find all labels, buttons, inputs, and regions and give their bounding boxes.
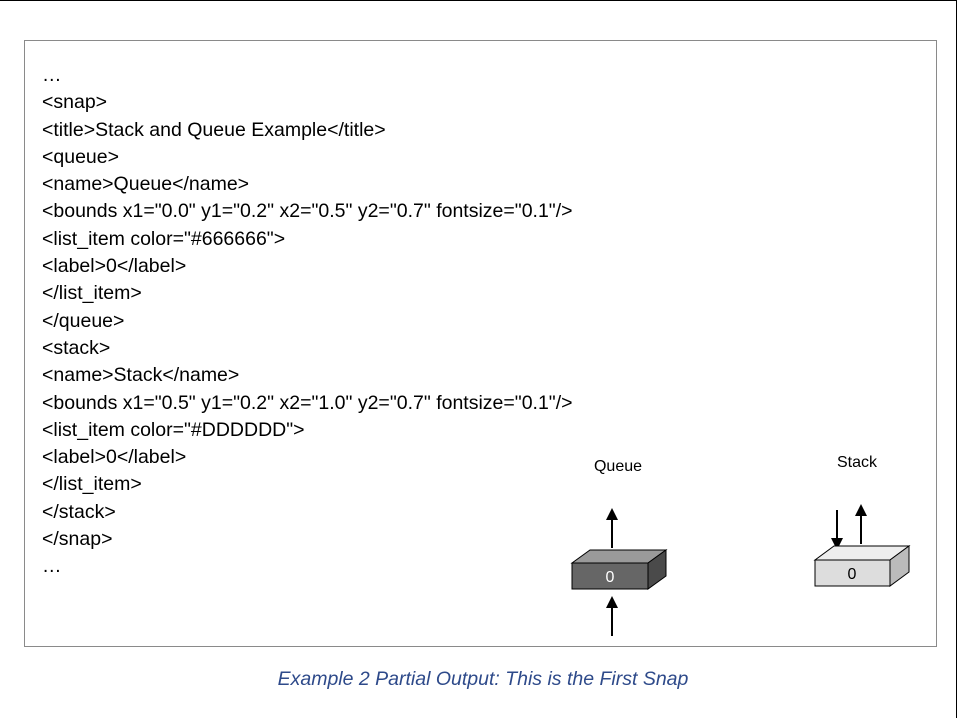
queue-item-box: 0: [570, 549, 668, 590]
content-panel: [24, 40, 937, 647]
code-line: <label>0</label>: [42, 446, 187, 469]
code-line: </stack>: [42, 500, 116, 523]
stack-structure: Stack 0: [813, 454, 911, 587]
xml-code-block: … <snap> <title>Stack and Queue Example<…: [42, 62, 573, 581]
queue-box-front: [571, 562, 649, 590]
code-line: <stack>: [42, 336, 111, 359]
stack-queue-diagram: Queue 0 Stack 0: [570, 454, 911, 636]
queue-structure: Queue 0: [570, 458, 668, 636]
code-line: <label>0</label>: [42, 255, 187, 278]
queue-item-label: 0: [606, 569, 615, 586]
code-line: </list_item>: [42, 282, 142, 305]
code-line: <title>Stack and Queue Example</title>: [42, 118, 386, 141]
code-line: <list_item color="#666666">: [42, 227, 286, 250]
code-line: </snap>: [42, 528, 113, 551]
stack-box-front: [814, 559, 891, 587]
code-line: …: [42, 64, 62, 86]
code-line: <name>Stack</name>: [42, 364, 240, 387]
code-line: <list_item color="#DDDDDD">: [42, 418, 305, 441]
code-line: </queue>: [42, 309, 125, 332]
code-line: <bounds x1="0.0" y1="0.2" x2="0.5" y2="0…: [42, 200, 573, 223]
code-line: <snap>: [42, 91, 108, 114]
code-line: <queue>: [42, 145, 120, 168]
code-line: <name>Queue</name>: [42, 173, 250, 196]
queue-label: Queue: [594, 458, 642, 475]
stack-label: Stack: [837, 454, 878, 471]
stack-item-box: 0: [813, 545, 911, 587]
figure-caption: Example 2 Partial Output: This is the Fi…: [277, 668, 689, 690]
code-line: <bounds x1="0.5" y1="0.2" x2="1.0" y2="0…: [42, 391, 573, 414]
stack-item-label: 0: [848, 566, 857, 583]
code-line: …: [42, 555, 62, 578]
code-line: </list_item>: [42, 473, 142, 496]
